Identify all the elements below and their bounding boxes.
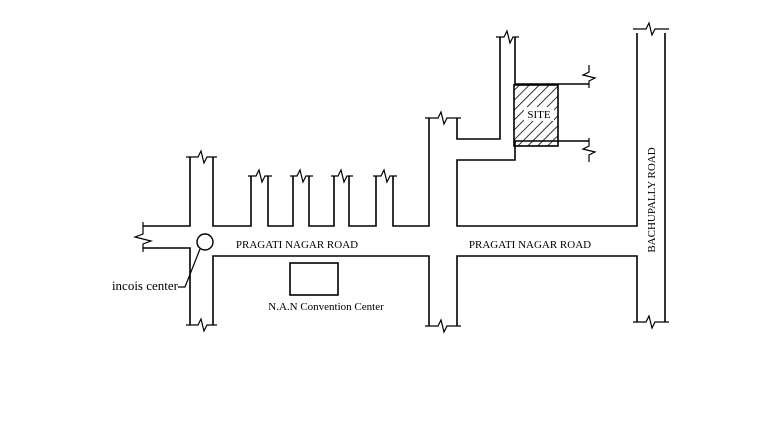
road-break-symbols <box>132 21 669 334</box>
road-label-pragati-nagar-east: PRAGATI NAGAR ROAD <box>469 239 591 251</box>
road-label-pragati-nagar-west: PRAGATI NAGAR ROAD <box>236 239 358 251</box>
break-symbol-bachupally-north <box>633 21 669 37</box>
break-symbol-west <box>132 222 154 252</box>
main-road-lower-edge <box>143 247 638 326</box>
break-symbol-north-3 <box>290 168 313 184</box>
convention-center-label: N.A.N Convention Center <box>268 301 384 313</box>
break-symbol-north-1 <box>186 149 217 165</box>
break-symbol-east-1 <box>581 65 597 88</box>
break-symbol-north-7 <box>496 29 519 45</box>
main-road-upper-edge <box>143 33 666 322</box>
break-symbol-south-1 <box>186 317 217 333</box>
incois-center-label: incois center <box>112 278 179 293</box>
road-label-bachupally: BACHUPALLY ROAD <box>646 147 658 252</box>
site-label: SITE <box>527 109 551 121</box>
incois-center-leader-line <box>178 248 201 288</box>
break-symbol-south-2 <box>425 318 461 334</box>
break-symbol-north-2 <box>248 168 272 184</box>
site-plot: SITE <box>513 84 559 147</box>
convention-center-building <box>289 262 339 296</box>
break-symbol-north-5 <box>373 168 397 184</box>
break-symbol-east-2 <box>581 138 597 162</box>
incois-center-marker <box>196 233 214 251</box>
break-symbol-north-6 <box>425 110 461 126</box>
break-symbol-north-4 <box>331 168 353 184</box>
break-symbol-bachupally-south <box>633 314 669 330</box>
road-network <box>143 33 666 326</box>
